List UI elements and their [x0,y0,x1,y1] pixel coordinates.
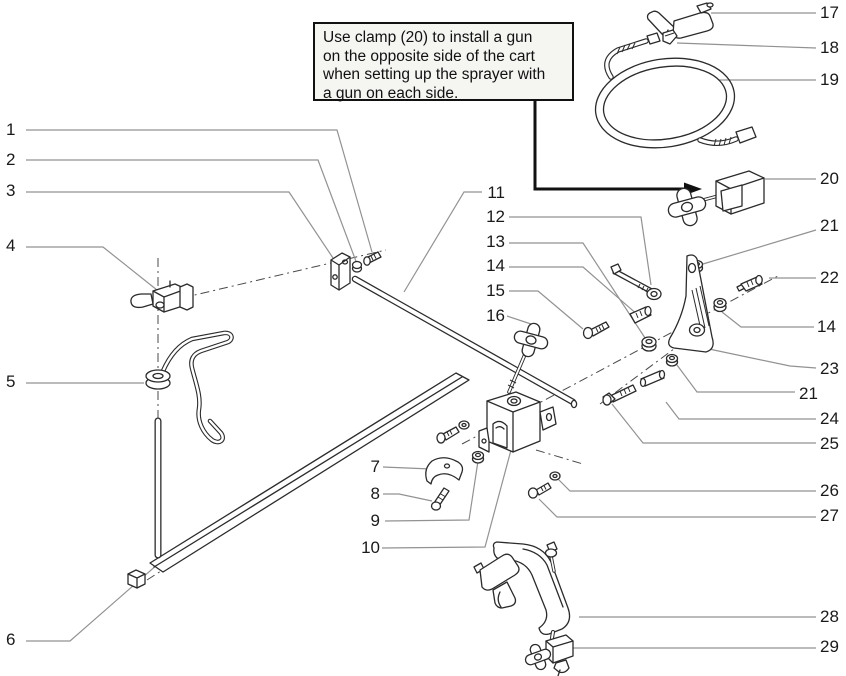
frame-bar-illustration [149,372,470,573]
callout-29: 29 [820,637,839,656]
nut-14-right-illustration [713,297,727,313]
rod-clamp-illustration [330,251,382,291]
callout-16: 16 [486,306,505,325]
instruction-note: Use clamp (20) to install a gun on the o… [313,22,574,102]
callout-5: 5 [6,372,16,391]
callout-15: 15 [486,281,505,300]
callout-14-duplicate: 14 [817,317,836,336]
bolt-25-illustration [602,384,637,406]
callout-11: 11 [487,183,505,202]
callout-26: 26 [820,481,839,500]
holder-clamp-illustration [524,634,574,676]
callout-24: 24 [820,409,839,428]
pivot-fitting-illustration [629,305,652,324]
gun-clamp-illustration [667,170,765,227]
gun-fitting-illustration [662,29,678,45]
star-knob-illustration [507,322,549,394]
nut-21-lower-illustration [665,353,679,367]
end-cap-illustration [127,569,146,589]
valve-fitting-illustration [736,274,763,292]
callout-10: 10 [361,538,380,557]
callout-6: 6 [6,630,16,649]
machine-screw-illustration [610,263,662,301]
callout-21-duplicate: 21 [799,384,818,403]
callout-12: 12 [486,207,505,226]
pole-clamp-illustration [130,280,194,313]
callout-28: 28 [820,607,839,626]
callout-2: 2 [6,150,16,169]
hose-illustration [594,32,757,149]
callout-22: 22 [820,268,839,287]
callout-20: 20 [820,169,839,188]
callout-14: 14 [486,256,505,275]
washer-26-illustration [549,471,561,481]
flanged-nut-illustration [641,336,657,352]
callout-8: 8 [370,484,380,503]
callout-3: 3 [6,181,16,200]
callout-19: 19 [820,70,839,89]
callout-18: 18 [820,38,839,57]
bolt-27-illustration [527,482,552,499]
callout-21: 21 [820,216,839,235]
callout-25: 25 [820,434,839,453]
pail-hook-illustration [145,330,234,445]
callout-17: 17 [820,3,839,22]
callout-27: 27 [820,506,839,525]
callout-1: 1 [6,120,16,139]
clamp-bolt-illustration [430,420,470,511]
hex-bolt-illustration [582,321,610,340]
note-arrow [533,100,702,196]
saddle-clamp-illustration [425,457,464,485]
mount-bracket-illustration [668,254,714,353]
gun-holder-illustration [473,541,571,646]
callout-13: 13 [486,232,505,251]
callout-9: 9 [370,511,380,530]
gun-bar-illustration [351,275,578,409]
swivel-bracket-illustration [478,391,557,453]
callout-4: 4 [6,236,16,255]
spacer-illustration [639,369,666,388]
callout-7: 7 [370,457,380,476]
center-lines [146,249,779,581]
callout-23: 23 [820,359,839,378]
leader-lines [26,12,817,649]
lock-nut-illustration [471,450,485,464]
